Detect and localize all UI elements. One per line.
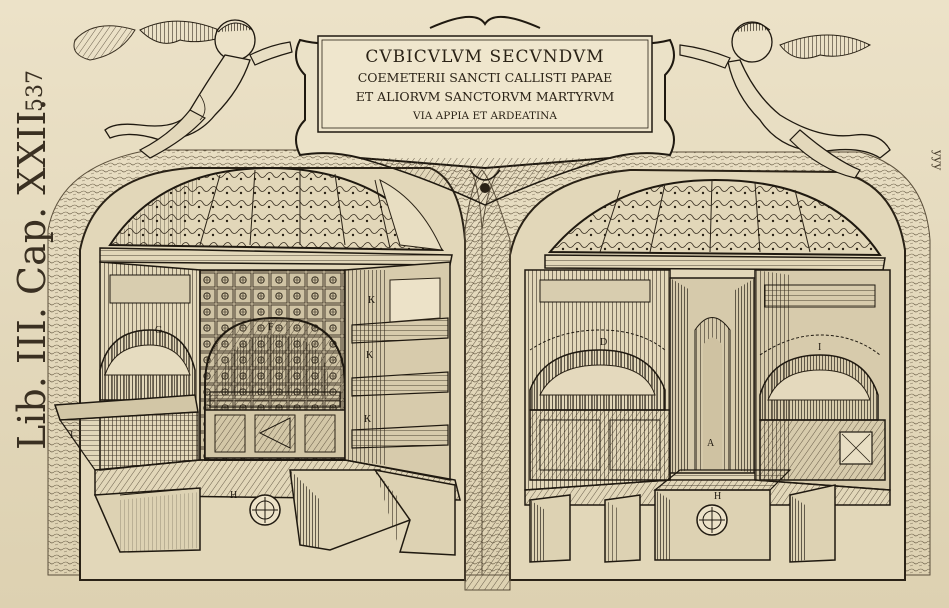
key-left-H: H [230,490,237,501]
left-cherub-icon [73,19,293,159]
left-chamber [53,166,466,581]
book-chapter-margin: Lib. III. Cap. XXII. [10,99,54,450]
key-right-D: D [600,337,607,348]
title-line-3: ET ALIORVM SANCTORVM MARTYRVM [356,89,615,104]
title-line-2: COEMETERII SANCTI CALLISTI PAPAE [358,70,613,85]
page-number: 537 [23,70,48,112]
key-left-K-low: K [364,414,372,425]
title-line-1: CVBICVLVM SECVNDVM [365,47,604,67]
title-cartouche: CVBICVLVM SECVNDVM COEMETERII SANCTI CAL… [295,16,675,206]
right-chamber [509,168,906,581]
right-cherub-icon [679,21,891,179]
left-emblem-icon [249,494,281,526]
title-line-4: VIA APPIA ET ARDEATINA [412,110,557,122]
key-left-K-mid: K [366,350,374,361]
key-right-A: A [707,438,715,449]
key-left-I: I [70,430,73,441]
key-left-G: G [155,325,162,336]
key-left-K-top: K [368,295,376,306]
key-right-I: I [818,342,821,353]
signature-mark: yyy [931,149,945,171]
key-left-F: F [268,322,274,333]
key-right-H: H [714,491,721,502]
right-emblem-icon [696,504,728,536]
